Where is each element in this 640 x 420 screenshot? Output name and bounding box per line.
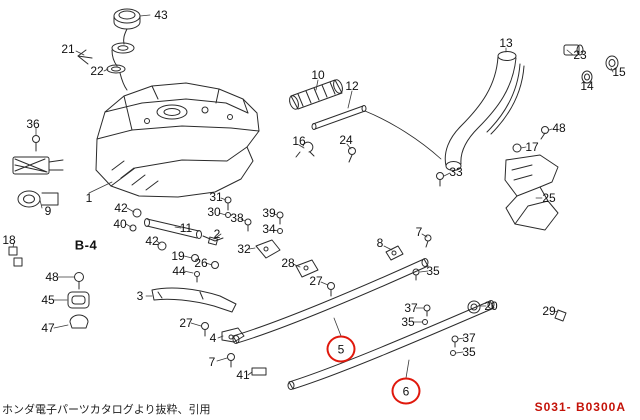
part-callout-24: 24 [339,133,353,147]
part-callout-3: 3 [136,289,144,303]
part-callout-17: 17 [525,140,539,154]
part-callout-48: 48 [552,121,566,135]
part-callout-8: 8 [376,236,384,250]
mount-parts-group [67,272,90,329]
part-callout-9: 9 [44,204,52,218]
part-callout-48: 48 [45,270,59,284]
part-callout-30: 30 [207,205,221,219]
fuel-sender-group [8,135,64,267]
part-callout-6: 6 [391,377,421,405]
part-callout-7: 7 [415,225,423,239]
part-callout-34: 34 [262,222,276,236]
part-callout-42: 42 [114,201,128,215]
part-callout-43: 43 [154,8,168,22]
part-callout-b-4: B-4 [74,237,98,253]
diagram-code-label: S031- B0300A [534,400,626,414]
bracket-group [151,234,432,376]
part-callout-47: 47 [41,321,55,335]
part-callout-42: 42 [145,234,159,248]
part-callout-40: 40 [113,217,127,231]
part-callout-18: 18 [2,233,16,247]
part-callout-35: 35 [462,345,476,359]
part-callout-23: 23 [573,48,587,62]
fuel-cap-group [77,8,141,91]
part-callout-19: 19 [171,249,185,263]
part-callout-4: 4 [209,331,217,345]
source-attribution-text: ホンダ電子パーツカタログより抜粋、引用 [2,404,211,416]
part-callout-12: 12 [345,79,359,93]
leader-lines [12,14,614,379]
part-callout-32: 32 [237,242,251,256]
part-callout-28: 28 [281,256,295,270]
part-callout-20: 20 [484,299,498,313]
filler-pipe-group [436,44,619,187]
part-callout-15: 15 [612,65,626,79]
part-callout-29: 29 [542,304,556,318]
part-callout-27: 27 [309,274,323,288]
part-callout-14: 14 [580,79,594,93]
part-callout-27: 27 [179,316,193,330]
tank-straps-group [232,258,495,390]
part-callout-35: 35 [426,264,440,278]
part-callout-2: 2 [213,227,221,241]
part-callout-45: 45 [41,293,55,307]
part-callout-1: 1 [85,191,93,205]
part-callout-36: 36 [26,117,40,131]
fuel-pipe-group [129,196,284,283]
part-callout-38: 38 [230,211,244,225]
part-callout-37: 37 [462,331,476,345]
part-callout-5: 5 [326,335,356,363]
part-callout-21: 21 [61,42,75,56]
filler-hose-group [289,79,442,163]
part-callout-44: 44 [172,264,186,278]
fuel-tank-group [95,82,260,198]
part-callout-13: 13 [499,36,513,50]
part-callout-41: 41 [236,368,250,382]
part-callout-10: 10 [311,68,325,82]
part-callout-7: 7 [208,355,216,369]
part-callout-39: 39 [262,206,276,220]
part-callout-33: 33 [449,165,463,179]
part-callout-25: 25 [542,191,556,205]
part-callout-11: 11 [179,221,193,235]
part-callout-35: 35 [401,315,415,329]
part-callout-26: 26 [194,256,208,270]
part-callout-16: 16 [292,134,306,148]
tank-protector-group [467,154,567,322]
part-callout-22: 22 [90,64,104,78]
part-callout-37: 37 [404,301,418,315]
part-callout-31: 31 [209,190,223,204]
